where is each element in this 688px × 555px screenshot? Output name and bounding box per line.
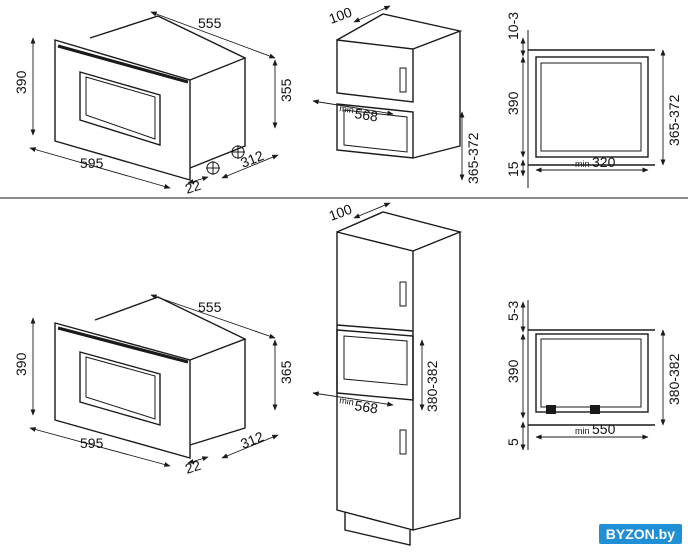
dim-rear-depth: 312 xyxy=(238,428,266,452)
section-view-top: 10-3 390 15 365-372 min 320 xyxy=(505,12,682,188)
section-oven-body xyxy=(535,56,649,158)
dim-section-min-label: min xyxy=(575,426,590,436)
oven-window-inner xyxy=(85,76,156,140)
dim-column-top: 100 xyxy=(327,201,355,224)
dim-niche-top: 100 xyxy=(327,4,355,27)
oven-window xyxy=(79,351,161,426)
section-foot-right xyxy=(590,405,600,414)
dim-front-depth: 22 xyxy=(183,457,203,477)
dim-line-width xyxy=(29,427,171,467)
oven-handle xyxy=(57,326,189,364)
dim-line-front-depth xyxy=(187,176,209,184)
column-upper-door-edge xyxy=(336,324,414,332)
dim-section-niche-height: 365-372 xyxy=(666,94,682,146)
oven-window-inner xyxy=(85,356,156,420)
dim-line-depth-total xyxy=(150,11,276,59)
section-oven-inner xyxy=(540,338,642,408)
oven-side-outline xyxy=(189,58,246,169)
column-front-outline xyxy=(336,231,414,531)
dim-section-gap-bottom: 5 xyxy=(505,438,521,446)
column-upper-handle xyxy=(399,281,407,307)
dim-section-gap-top: 10-3 xyxy=(505,12,521,40)
oven-side-outline xyxy=(189,339,246,446)
dim-line-front-depth xyxy=(187,456,209,464)
dim-line-niche-width xyxy=(312,99,394,116)
oven-feet-cross xyxy=(206,145,245,175)
dim-line-column-width xyxy=(312,391,394,407)
dim-section-min-depth: 550 xyxy=(592,421,616,437)
section-view-bottom: 5-3 390 5 380-382 min 550 xyxy=(505,300,682,451)
dim-column-min-width: 568 xyxy=(354,397,380,416)
column-niche-opening xyxy=(336,329,414,401)
oven-window xyxy=(79,71,161,146)
dim-section-gap-bottom: 15 xyxy=(505,161,521,177)
dim-side-depth: 355 xyxy=(278,78,294,102)
dim-niche-min-label: min xyxy=(339,103,355,115)
column-lower-handle xyxy=(399,429,407,455)
dim-column-min-label: min xyxy=(339,395,355,407)
dim-side-depth: 365 xyxy=(278,360,294,384)
oven-handle xyxy=(57,44,189,84)
oven-top-outline xyxy=(89,15,247,81)
dim-line-column-top xyxy=(353,202,391,219)
dim-section-min-label: min xyxy=(575,159,590,169)
dim-width: 595 xyxy=(80,435,104,451)
section-oven-inner xyxy=(540,62,642,152)
niche-side-outline xyxy=(412,31,461,159)
dim-line-rear-depth xyxy=(221,434,279,459)
oven-view-top: 555 390 355 595 22 312 xyxy=(13,11,294,197)
column-niche-inner xyxy=(343,335,408,386)
dim-section-height: 390 xyxy=(505,91,521,115)
section-oven-body xyxy=(535,333,649,413)
dim-section-niche-height: 380-382 xyxy=(666,353,682,405)
dim-depth-total: 555 xyxy=(198,299,222,315)
dim-line-niche-top xyxy=(353,5,391,23)
dim-section-gap-top: 5-3 xyxy=(505,301,521,321)
watermark-badge: BYZON.by xyxy=(598,524,682,544)
niche-top-outline xyxy=(336,13,463,50)
dim-line-width xyxy=(29,147,171,189)
dim-column-height: 380-382 xyxy=(424,360,440,412)
dim-section-min-depth: 320 xyxy=(592,154,616,170)
dim-width: 595 xyxy=(80,155,104,171)
column-view-bottom: 100 min 568 380-382 xyxy=(312,201,463,546)
dim-section-height: 390 xyxy=(505,359,521,383)
niche-upper-cabinet xyxy=(336,39,414,103)
dim-niche-height: 365-372 xyxy=(465,132,481,184)
oven-front-panel xyxy=(54,39,191,181)
dim-rear-depth: 312 xyxy=(238,147,266,171)
column-side-outline xyxy=(412,232,461,531)
section-foot-left xyxy=(546,405,556,414)
column-plinth xyxy=(344,512,411,546)
dim-depth-total: 555 xyxy=(198,15,222,31)
dim-line-rear-depth xyxy=(221,154,279,179)
oven-top-outline xyxy=(94,296,247,361)
dim-front-depth: 22 xyxy=(183,177,203,197)
dim-height: 390 xyxy=(13,70,29,94)
niche-cabinet-handle xyxy=(399,67,407,93)
dim-height: 390 xyxy=(13,352,29,376)
dim-niche-min-width: 568 xyxy=(354,105,380,124)
dim-line-depth-total xyxy=(150,294,276,339)
niche-view-top: 100 min 568 365-372 xyxy=(312,4,481,184)
oven-view-bottom: 555 390 365 595 22 312 xyxy=(13,294,294,477)
column-top-outline xyxy=(336,211,463,252)
